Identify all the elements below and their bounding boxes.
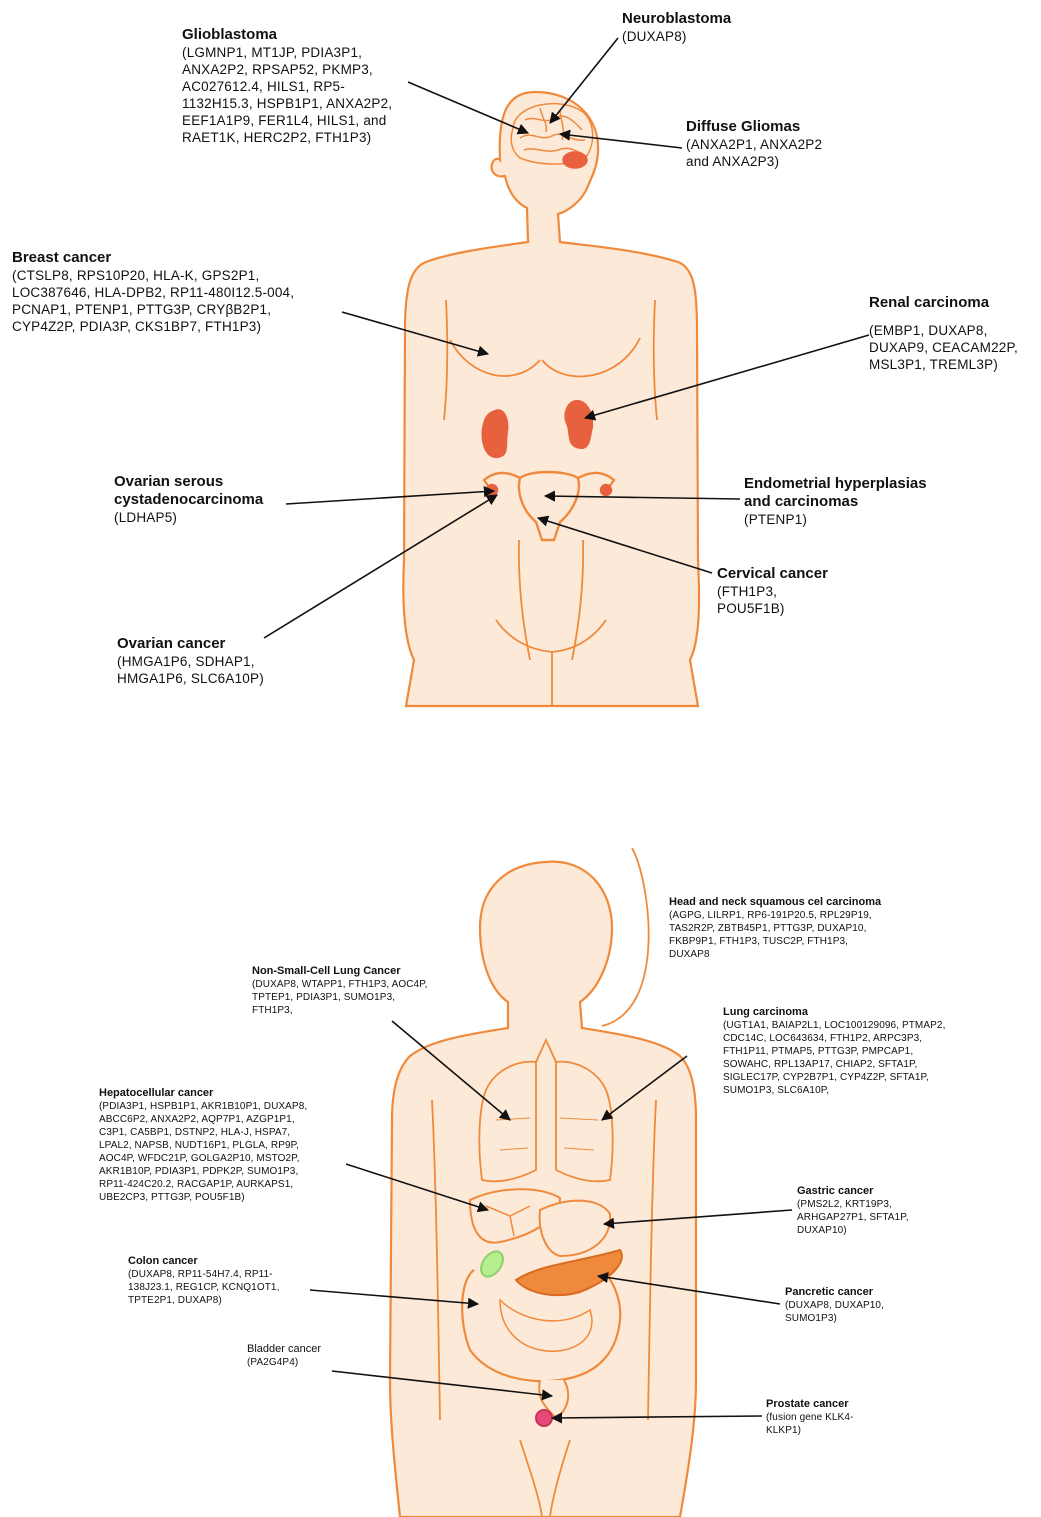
label-colon: Colon cancer (DUXAP8, RP11-54H7.4, RP11-…	[128, 1254, 279, 1307]
breast-cancer-genes-1: (CTSLP8, RPS10P20, HLA-K, GPS2P1,	[12, 267, 294, 284]
diffuse-gliomas-genes-1: (ANXA2P1, ANXA2P2	[686, 136, 822, 153]
head-neck-title: Head and neck squamous cel carcinoma	[669, 895, 881, 909]
head-neck-genes-3: FKBP9P1, FTH1P3, TUSC2P, FTH1P3,	[669, 935, 881, 948]
hepatocellular-genes-6: AKR1B10P, PDIA3P1, PDPK2P, SUMO1P3,	[99, 1165, 307, 1178]
lung-carcinoma-genes-5: SIGLEC17P, CYP2B7P1, CYP4Z2P, SFTA1P,	[723, 1071, 945, 1084]
gastric-genes-3: DUXAP10)	[797, 1224, 909, 1237]
nsclc-genes-1: (DUXAP8, WTAPP1, FTH1P3, AOC4P,	[252, 978, 428, 991]
lung-carcinoma-genes-2: CDC14C, LOC643634, FTH1P2, ARPC3P3,	[723, 1032, 945, 1045]
label-breast-cancer: Breast cancer (CTSLP8, RPS10P20, HLA-K, …	[12, 249, 294, 335]
hepatocellular-genes-3: C3P1, CA5BP1, DSTNP2, HLA-J, HSPA7,	[99, 1126, 307, 1139]
renal-genes-3: MSL3P1, TREML3P)	[869, 356, 1018, 373]
bladder-title: Bladder cancer	[247, 1342, 321, 1356]
prostate-title: Prostate cancer	[766, 1397, 853, 1411]
head-neck-genes-1: (AGPG, LILRP1, RP6-191P20.5, RPL29P19,	[669, 909, 881, 922]
glioblastoma-genes-3: AC027612.4, HILS1, RP5-	[182, 78, 392, 95]
head-neck-genes-4: DUXAP8	[669, 948, 881, 961]
label-diffuse-gliomas: Diffuse Gliomas (ANXA2P1, ANXA2P2 and AN…	[686, 118, 822, 170]
pancreatic-genes-1: (DUXAP8, DUXAP10,	[785, 1299, 884, 1312]
prostate-genes-1: (fusion gene KLK4-	[766, 1411, 853, 1424]
endometrial-title-2: and carcinomas	[744, 493, 927, 511]
nsclc-title: Non-Small-Cell Lung Cancer	[252, 964, 428, 978]
ovarian-serous-genes-1: (LDHAP5)	[114, 509, 263, 526]
glioblastoma-title: Glioblastoma	[182, 26, 392, 44]
glioblastoma-genes-6: RAET1K, HERC2P2, FTH1P3)	[182, 129, 392, 146]
label-hepatocellular: Hepatocellular cancer (PDIA3P1, HSPB1P1,…	[99, 1086, 307, 1204]
colon-genes-3: TPTE2P1, DUXAP8)	[128, 1294, 279, 1307]
colon-genes-2: 138J23.1, REG1CP, KCNQ1OT1,	[128, 1281, 279, 1294]
cervical-genes-2: POU5F1B)	[717, 600, 828, 617]
glioblastoma-genes-4: 1132H15.3, HSPB1P1, ANXA2P2,	[182, 95, 392, 112]
gastric-genes-2: ARHGAP27P1, SFTA1P,	[797, 1211, 909, 1224]
breast-cancer-genes-4: CYP4Z2P, PDIA3P, CKS1BP7, FTH1P3)	[12, 318, 294, 335]
ovarian-cancer-title: Ovarian cancer	[117, 635, 264, 653]
renal-carcinoma-title: Renal carcinoma	[869, 294, 1018, 312]
label-endometrial: Endometrial hyperplasias and carcinomas …	[744, 475, 927, 528]
label-ovarian-cancer: Ovarian cancer (HMGA1P6, SDHAP1, HMGA1P6…	[117, 635, 264, 687]
ovarian-serous-title-2: cystadenocarcinoma	[114, 491, 263, 509]
gastric-genes-1: (PMS2L2, KRT19P3,	[797, 1198, 909, 1211]
gastric-title: Gastric cancer	[797, 1184, 909, 1198]
nsclc-genes-2: TPTEP1, PDIA3P1, SUMO1P3,	[252, 991, 428, 1004]
hepatocellular-genes-4: LPAL2, NAPSB, NUDT16P1, PLGLA, RP9P,	[99, 1139, 307, 1152]
hepatocellular-genes-5: AOC4P, WFDC21P, GOLGA2P10, MSTO2P,	[99, 1152, 307, 1165]
glioblastoma-genes-2: ANXA2P2, RPSAP52, PKMP3,	[182, 61, 392, 78]
label-bladder: Bladder cancer (PA2G4P4)	[247, 1342, 321, 1369]
nsclc-genes-3: FTH1P3,	[252, 1004, 428, 1017]
lung-carcinoma-genes-3: FTH1P11, PTMAP5, PTTG3P, PMPCAP1,	[723, 1045, 945, 1058]
endometrial-genes-1: (PTENP1)	[744, 511, 927, 528]
label-lung-carcinoma: Lung carcinoma (UGT1A1, BAIAP2L1, LOC100…	[723, 1005, 945, 1097]
hepatocellular-title: Hepatocellular cancer	[99, 1086, 307, 1100]
pancreatic-title: Pancretic cancer	[785, 1285, 884, 1299]
glioblastoma-genes-5: EEF1A1P9, FER1L4, HILS1, and	[182, 112, 392, 129]
hepatocellular-genes-7: RP11-424C20.2, RACGAP1P, AURKAPS1,	[99, 1178, 307, 1191]
cervical-genes-1: (FTH1P3,	[717, 583, 828, 600]
ovarian-cancer-genes-1: (HMGA1P6, SDHAP1,	[117, 653, 264, 670]
label-nsclc: Non-Small-Cell Lung Cancer (DUXAP8, WTAP…	[252, 964, 428, 1017]
hepatocellular-genes-2: ABCC6P2, ANXA2P2, AQP7P1, AZGP1P1,	[99, 1113, 307, 1126]
breast-cancer-title: Breast cancer	[12, 249, 294, 267]
pancreatic-genes-2: SUMO1P3)	[785, 1312, 884, 1325]
diffuse-gliomas-genes-2: and ANXA2P3)	[686, 153, 822, 170]
neuroblastoma-genes-1: (DUXAP8)	[622, 28, 731, 45]
lung-carcinoma-genes-4: SOWAHC, RPL13AP17, CHIAP2, SFTA1P,	[723, 1058, 945, 1071]
breast-cancer-genes-3: PCNAP1, PTENP1, PTTG3P, CRYβB2P1,	[12, 301, 294, 318]
hepatocellular-genes-8: UBE2CP3, PTTG3P, POU5F1B)	[99, 1191, 307, 1204]
head-neck-genes-2: TAS2R2P, ZBTB45P1, PTTG3P, DUXAP10,	[669, 922, 881, 935]
breast-cancer-genes-2: LOC387646, HLA-DPB2, RP11-480I12.5-004,	[12, 284, 294, 301]
colon-title: Colon cancer	[128, 1254, 279, 1268]
label-renal-carcinoma: Renal carcinoma (EMBP1, DUXAP8, DUXAP9, …	[869, 294, 1018, 373]
ovarian-serous-title-1: Ovarian serous	[114, 473, 263, 491]
label-neuroblastoma: Neuroblastoma (DUXAP8)	[622, 10, 731, 45]
glioblastoma-genes-1: (LGMNP1, MT1JP, PDIA3P1,	[182, 44, 392, 61]
label-head-neck: Head and neck squamous cel carcinoma (AG…	[669, 895, 881, 961]
label-pancreatic: Pancretic cancer (DUXAP8, DUXAP10, SUMO1…	[785, 1285, 884, 1325]
hepatocellular-genes-1: (PDIA3P1, HSPB1P1, AKR1B10P1, DUXAP8,	[99, 1100, 307, 1113]
label-glioblastoma: Glioblastoma (LGMNP1, MT1JP, PDIA3P1, AN…	[182, 26, 392, 146]
colon-genes-1: (DUXAP8, RP11-54H7.4, RP11-	[128, 1268, 279, 1281]
cervical-title: Cervical cancer	[717, 565, 828, 583]
lung-carcinoma-title: Lung carcinoma	[723, 1005, 945, 1019]
lung-carcinoma-genes-6: SUMO1P3, SLC6A10P,	[723, 1084, 945, 1097]
prostate-genes-2: KLKP1)	[766, 1424, 853, 1437]
endometrial-title-1: Endometrial hyperplasias	[744, 475, 927, 493]
neuroblastoma-title: Neuroblastoma	[622, 10, 731, 28]
label-gastric: Gastric cancer (PMS2L2, KRT19P3, ARHGAP2…	[797, 1184, 909, 1237]
ovarian-cancer-genes-2: HMGA1P6, SLC6A10P)	[117, 670, 264, 687]
bladder-genes-1: (PA2G4P4)	[247, 1356, 321, 1369]
label-cervical-cancer: Cervical cancer (FTH1P3, POU5F1B)	[717, 565, 828, 617]
lung-carcinoma-genes-1: (UGT1A1, BAIAP2L1, LOC100129096, PTMAP2,	[723, 1019, 945, 1032]
label-prostate: Prostate cancer (fusion gene KLK4- KLKP1…	[766, 1397, 853, 1437]
renal-spacer	[869, 312, 1018, 322]
diffuse-gliomas-title: Diffuse Gliomas	[686, 118, 822, 136]
label-ovarian-serous: Ovarian serous cystadenocarcinoma (LDHAP…	[114, 473, 263, 526]
renal-genes-2: DUXAP9, CEACAM22P,	[869, 339, 1018, 356]
renal-genes-1: (EMBP1, DUXAP8,	[869, 322, 1018, 339]
